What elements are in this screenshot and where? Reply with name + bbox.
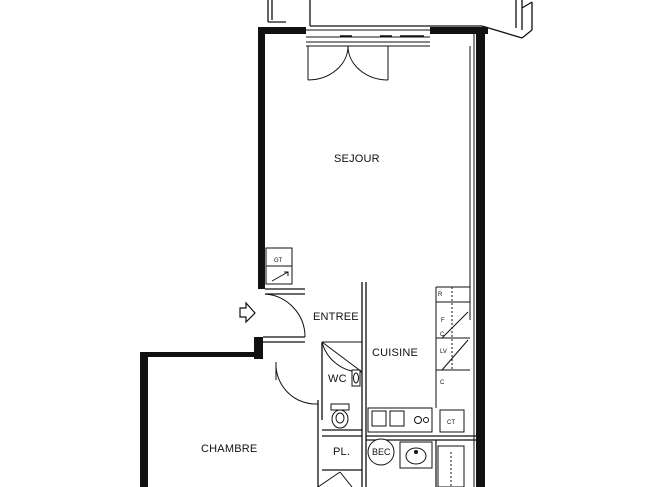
placard-walls [322, 429, 362, 471]
room-label-cuisine: CUISINE [372, 347, 418, 359]
basin-icon [399, 441, 433, 469]
gt-label: GT [274, 258, 283, 264]
room-label-sejour: SEJOUR [334, 153, 380, 165]
kitchen-counter [435, 286, 470, 408]
room-label-placard: PL. [333, 446, 350, 458]
entry-arrow-icon [239, 301, 256, 324]
wc-walls [317, 282, 367, 487]
bec-tank [367, 438, 395, 466]
chambre-door [275, 361, 319, 405]
entry-walls [263, 288, 306, 343]
cuisine-marker-c2: C [440, 380, 445, 386]
room-label-entree: ENTREE [313, 311, 359, 323]
cuisine-marker-r: R [438, 292, 443, 298]
sink-icon [367, 407, 433, 433]
room-label-chambre: CHAMBRE [201, 443, 257, 455]
cuisine-marker-lv: LV [440, 349, 447, 355]
gt-cabinet [265, 247, 293, 285]
balcony [267, 0, 533, 39]
wc-basin [351, 369, 361, 387]
sejour-right-wall-inner [469, 34, 475, 487]
french-door [307, 45, 389, 81]
window-sejour [306, 29, 430, 47]
room-label-wc: WC [328, 373, 347, 385]
cuisine-marker-c1: C [440, 332, 445, 338]
exterior-walls [140, 27, 488, 487]
cuisine-marker-f: F [441, 318, 445, 324]
chambre-lower-door [317, 471, 353, 487]
ct-label: CT [447, 420, 455, 426]
room-label-bec: BEC [372, 447, 391, 457]
bathtub [437, 445, 465, 487]
ct-cabinet [439, 409, 465, 433]
toilet-icon [330, 403, 350, 429]
